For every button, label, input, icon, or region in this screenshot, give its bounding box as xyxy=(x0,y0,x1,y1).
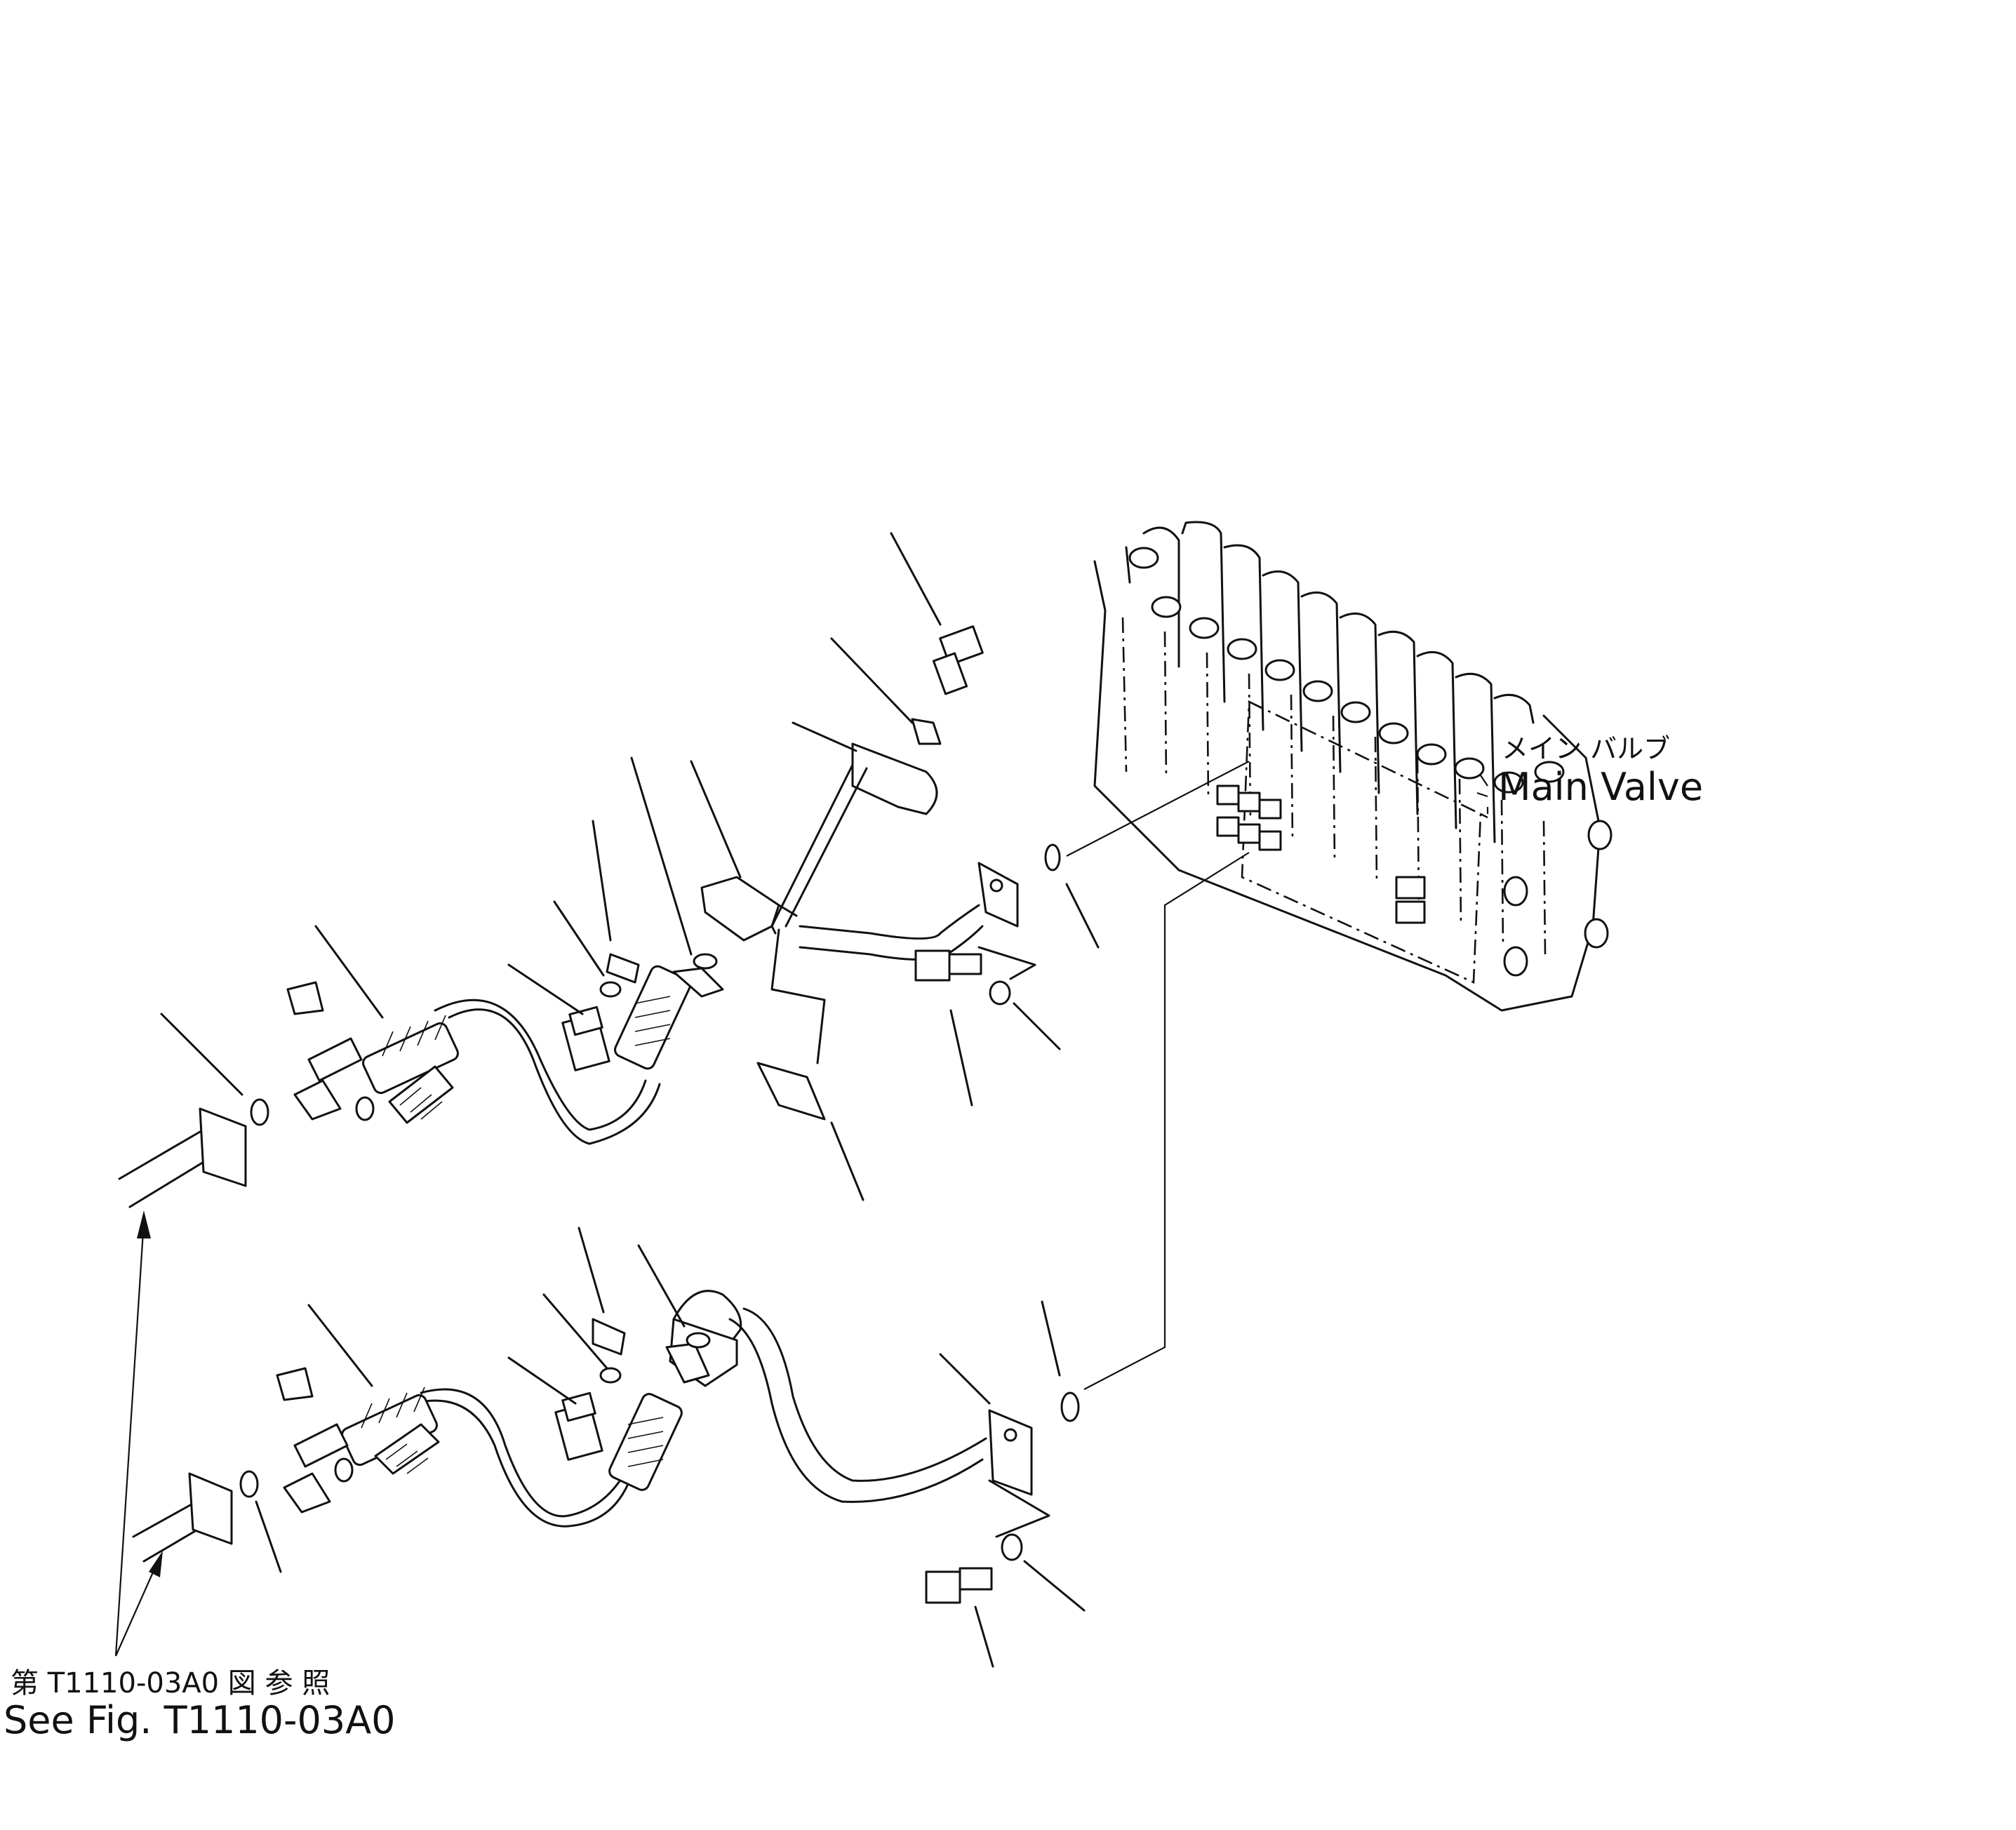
lower-bolt-bottom xyxy=(925,1479,1086,1668)
valve-hidden-lines xyxy=(1121,617,1547,955)
lower-hose xyxy=(341,1387,683,1528)
valve-spool-caps xyxy=(1125,521,1535,843)
lower-pipe-assembly xyxy=(132,1227,1086,1668)
see-fig-label-en: See Fig. T1110-03A0 xyxy=(4,1698,396,1742)
upper-o-ring-valve xyxy=(1044,843,1061,871)
upper-bolt-top xyxy=(890,532,984,695)
lower-clip xyxy=(592,1318,626,1356)
reference-arrows xyxy=(114,1210,163,1657)
main-valve-label-en: Main Valve xyxy=(1498,765,1703,809)
upper-left-pipe xyxy=(118,1013,269,1208)
see-fig-label-ja: 第 T1110-03A0 図 参 照 xyxy=(11,1667,330,1699)
lower-bolt-center xyxy=(507,1356,603,1461)
lower-bolt-left xyxy=(374,1423,440,1475)
upper-bolt-center xyxy=(507,963,610,1071)
valve-ports xyxy=(1216,784,1426,924)
lower-hose-flange xyxy=(665,1342,710,1384)
upper-sub-bracket xyxy=(756,1062,826,1121)
lower-hose-end-bracket xyxy=(276,1367,314,1401)
upper-hose xyxy=(362,965,691,1145)
lower-o-ring-valve xyxy=(1060,1391,1080,1422)
main-valve-assembly xyxy=(1093,521,1613,1012)
upper-hose-flange xyxy=(672,967,724,998)
upper-bracket xyxy=(851,742,938,815)
lower-pipe xyxy=(669,1290,1033,1503)
upper-pipe-assembly xyxy=(118,532,1100,1208)
valve-plugs xyxy=(1128,547,1613,977)
upper-clamp-top xyxy=(911,718,942,745)
upper-bolt-right xyxy=(914,949,1061,1107)
lower-left-pipe xyxy=(132,1470,282,1573)
assembly-lines xyxy=(1066,761,1250,1390)
upper-clip xyxy=(606,953,640,984)
upper-bolt-left xyxy=(388,1065,454,1124)
upper-hose-end-bracket xyxy=(286,981,324,1015)
upper-pipe xyxy=(700,862,1019,961)
main-valve-label-ja: メイン バルブ xyxy=(1502,733,1670,764)
